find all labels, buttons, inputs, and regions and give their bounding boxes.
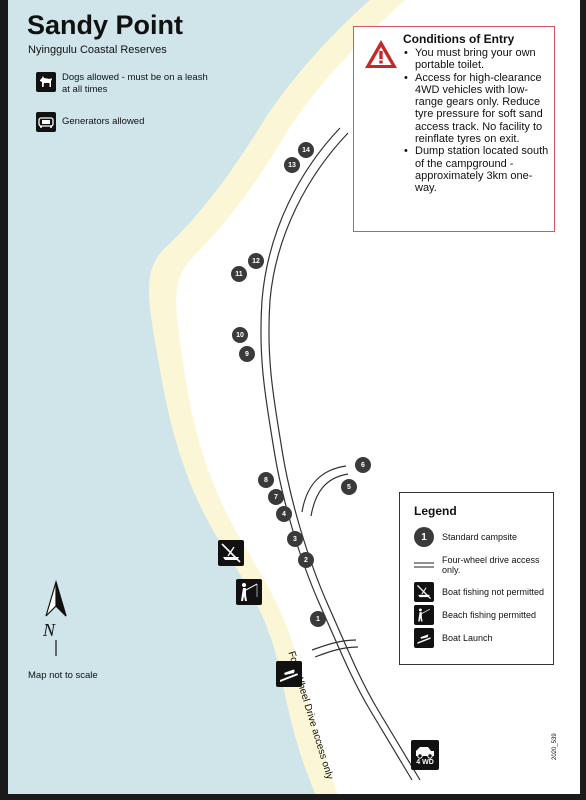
condition-item: Dump station located south of the campgr… bbox=[404, 145, 554, 194]
condition-item: Access for high-clearance 4WD vehicles w… bbox=[404, 72, 554, 146]
campsite-1[interactable]: 1 bbox=[310, 611, 326, 627]
boat-launch-icon[interactable] bbox=[276, 661, 302, 687]
campsite-6[interactable]: 6 bbox=[355, 457, 371, 473]
no-boat-fishing-icon[interactable] bbox=[218, 540, 244, 566]
legend-label: Boat fishing not permitted bbox=[442, 587, 545, 597]
legend-label: Four-wheel drive access only. bbox=[442, 555, 540, 575]
campsite-8[interactable]: 8 bbox=[258, 472, 274, 488]
legend-row-no-boat-fishing: Boat fishing not permitted bbox=[414, 582, 550, 602]
legend-label: Standard campsite bbox=[442, 532, 518, 542]
map-code: 2020_539 bbox=[552, 733, 558, 760]
generator-icon bbox=[36, 112, 56, 132]
frame-edge-right bbox=[580, 0, 586, 800]
frame-edge-bottom bbox=[0, 794, 586, 800]
no-boat-fishing-icon bbox=[414, 582, 434, 602]
map-subtitle: Nyinggulu Coastal Reserves bbox=[28, 44, 167, 56]
campsite-icon: 1 bbox=[414, 527, 434, 547]
track-line-symbol bbox=[414, 555, 434, 575]
conditions-heading: Conditions of Entry bbox=[403, 32, 515, 46]
amenity-label: Dogs allowed - must be on a leash at all… bbox=[62, 72, 208, 95]
legend-label: Boat Launch bbox=[442, 633, 493, 643]
legend-title: Legend bbox=[414, 504, 457, 518]
amenity-dogs: Dogs allowed - must be on a leash at all… bbox=[36, 72, 212, 96]
amenity-generators: Generators allowed bbox=[36, 112, 212, 132]
amenity-label: Generators allowed bbox=[62, 116, 145, 127]
legend-row-campsite: 1 Standard campsite bbox=[414, 527, 550, 547]
campsite-12[interactable]: 12 bbox=[248, 253, 264, 269]
beach-fishing-icon bbox=[414, 605, 434, 625]
north-letter: N bbox=[43, 620, 56, 640]
warning-icon bbox=[365, 40, 397, 68]
badge-4wd-label: 4 WD bbox=[416, 758, 434, 766]
campsite-14[interactable]: 14 bbox=[298, 142, 314, 158]
campsite-7[interactable]: 7 bbox=[268, 489, 284, 505]
campsite-3[interactable]: 3 bbox=[287, 531, 303, 547]
campsite-9[interactable]: 9 bbox=[239, 346, 255, 362]
legend-row-boat-launch: Boat Launch bbox=[414, 628, 550, 648]
campsite-2[interactable]: 2 bbox=[298, 552, 314, 568]
condition-item: You must bring your own portable toilet. bbox=[404, 47, 554, 72]
beach-fishing-icon[interactable] bbox=[236, 579, 262, 605]
legend-label: Beach fishing permitted bbox=[442, 610, 537, 620]
campsite-5[interactable]: 5 bbox=[341, 479, 357, 495]
campsite-4[interactable]: 4 bbox=[276, 506, 292, 522]
frame-edge-left bbox=[0, 0, 8, 800]
legend-row-beach-fishing: Beach fishing permitted bbox=[414, 605, 550, 625]
dog-icon bbox=[36, 72, 56, 92]
legend-row-track: Four-wheel drive access only. bbox=[414, 555, 550, 575]
campsite-10[interactable]: 10 bbox=[232, 327, 248, 343]
conditions-of-entry-box: Conditions of Entry You must bring your … bbox=[353, 26, 555, 232]
legend-box: Legend 1 Standard campsite Four-wheel dr… bbox=[399, 492, 554, 665]
scale-note: Map not to scale bbox=[28, 670, 98, 681]
campsite-13[interactable]: 13 bbox=[284, 157, 300, 173]
four-wheel-drive-track bbox=[260, 127, 421, 781]
four-wheel-drive-badge[interactable]: 4 WD bbox=[411, 740, 439, 770]
map-title: Sandy Point bbox=[27, 10, 184, 40]
campsite-11[interactable]: 11 bbox=[231, 266, 247, 282]
conditions-list: You must bring your own portable toilet.… bbox=[404, 47, 554, 195]
north-arrow bbox=[45, 579, 67, 656]
boat-launch-icon bbox=[414, 628, 434, 648]
